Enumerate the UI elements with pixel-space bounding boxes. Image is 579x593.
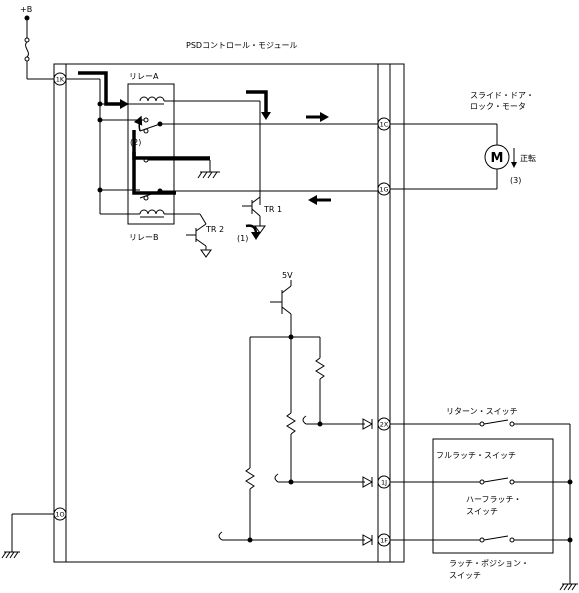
vcc-label: 5V	[282, 271, 293, 280]
latch-position-switch-label-2: スイッチ	[449, 571, 481, 580]
right-arrow-icon	[320, 112, 329, 122]
svg-text:1G: 1G	[379, 186, 388, 194]
motor-label-line2: ロック・モータ	[470, 102, 526, 111]
tr1-transistor	[242, 196, 266, 234]
svg-text:1C: 1C	[380, 121, 389, 129]
input-network	[218, 334, 374, 546]
pin-1o: 1O	[53, 507, 67, 521]
arrowhead-icon	[261, 112, 271, 120]
flow-arrow-icon	[78, 71, 122, 106]
vcc-transistor	[270, 280, 292, 337]
module-frame	[53, 63, 405, 563]
half-latch-switch-label-1: ハーフラッチ・	[466, 495, 522, 504]
svg-text:1J: 1J	[381, 479, 387, 487]
pin-1c: 1C	[377, 117, 391, 131]
tr1-label: TR 1	[263, 205, 282, 214]
tr2-label: TR 2	[205, 225, 224, 234]
fuse-icon	[25, 41, 29, 58]
motor-label-line1: スライド・ドア・	[470, 91, 534, 100]
relay-wiring	[66, 78, 378, 225]
module-title: PSDコントロール・モジュール	[186, 41, 298, 50]
resistor-icon	[245, 467, 255, 490]
tr2-transistor	[186, 223, 212, 258]
left-arrow-icon	[308, 195, 317, 205]
svg-text:1K: 1K	[56, 76, 65, 84]
pin-1f: 1F	[377, 533, 391, 547]
step2-label: (2)	[130, 138, 141, 147]
step1-arrow	[245, 224, 261, 240]
motor-symbol: M	[491, 151, 504, 166]
resistor-icon	[315, 357, 325, 380]
pin-2x: 2X	[377, 417, 391, 431]
arrowhead-icon	[120, 99, 129, 109]
full-latch-switch-label: フルラッチ・スイッチ	[436, 451, 516, 460]
latch-position-switch-label-1: ラッチ・ポジション・	[449, 559, 529, 568]
diode-icon	[362, 418, 374, 430]
battery-supply	[24, 15, 54, 80]
return-switch-label: リターン・スイッチ	[446, 407, 518, 416]
relay-a-label: リレーA	[129, 72, 159, 81]
direction-arrows	[306, 112, 331, 205]
motor-icon	[484, 144, 510, 170]
svg-text:1O: 1O	[55, 511, 64, 519]
current-flow-path	[78, 71, 268, 195]
ground-1o	[1, 513, 54, 559]
svg-text:1F: 1F	[380, 537, 388, 545]
relay-a-coil-icon	[139, 96, 165, 102]
flow-arrow-icon	[246, 90, 268, 114]
flow-arrowheads	[120, 99, 271, 120]
pin-1k: 1K	[53, 72, 67, 86]
pin-1g: 1G	[377, 182, 391, 196]
diode-icon	[362, 476, 374, 488]
relay-b-label: リレーB	[129, 233, 159, 242]
step2-arrow	[133, 115, 143, 132]
relay-b-coil-icon	[139, 209, 165, 215]
step3-label: (3)	[510, 176, 521, 185]
switch-network	[390, 419, 578, 591]
supply-label: +B	[20, 5, 32, 14]
step1-label: (1)	[237, 234, 248, 243]
resistor-icon	[286, 412, 296, 435]
diode-icon	[362, 534, 374, 546]
motor-circuit	[390, 123, 517, 190]
pin-1j: 1J	[377, 475, 391, 489]
half-latch-switch-label-2: スイッチ	[466, 507, 498, 516]
svg-text:2X: 2X	[380, 421, 389, 429]
ground-relay	[197, 160, 220, 179]
motor-direction: 正転	[520, 154, 536, 163]
